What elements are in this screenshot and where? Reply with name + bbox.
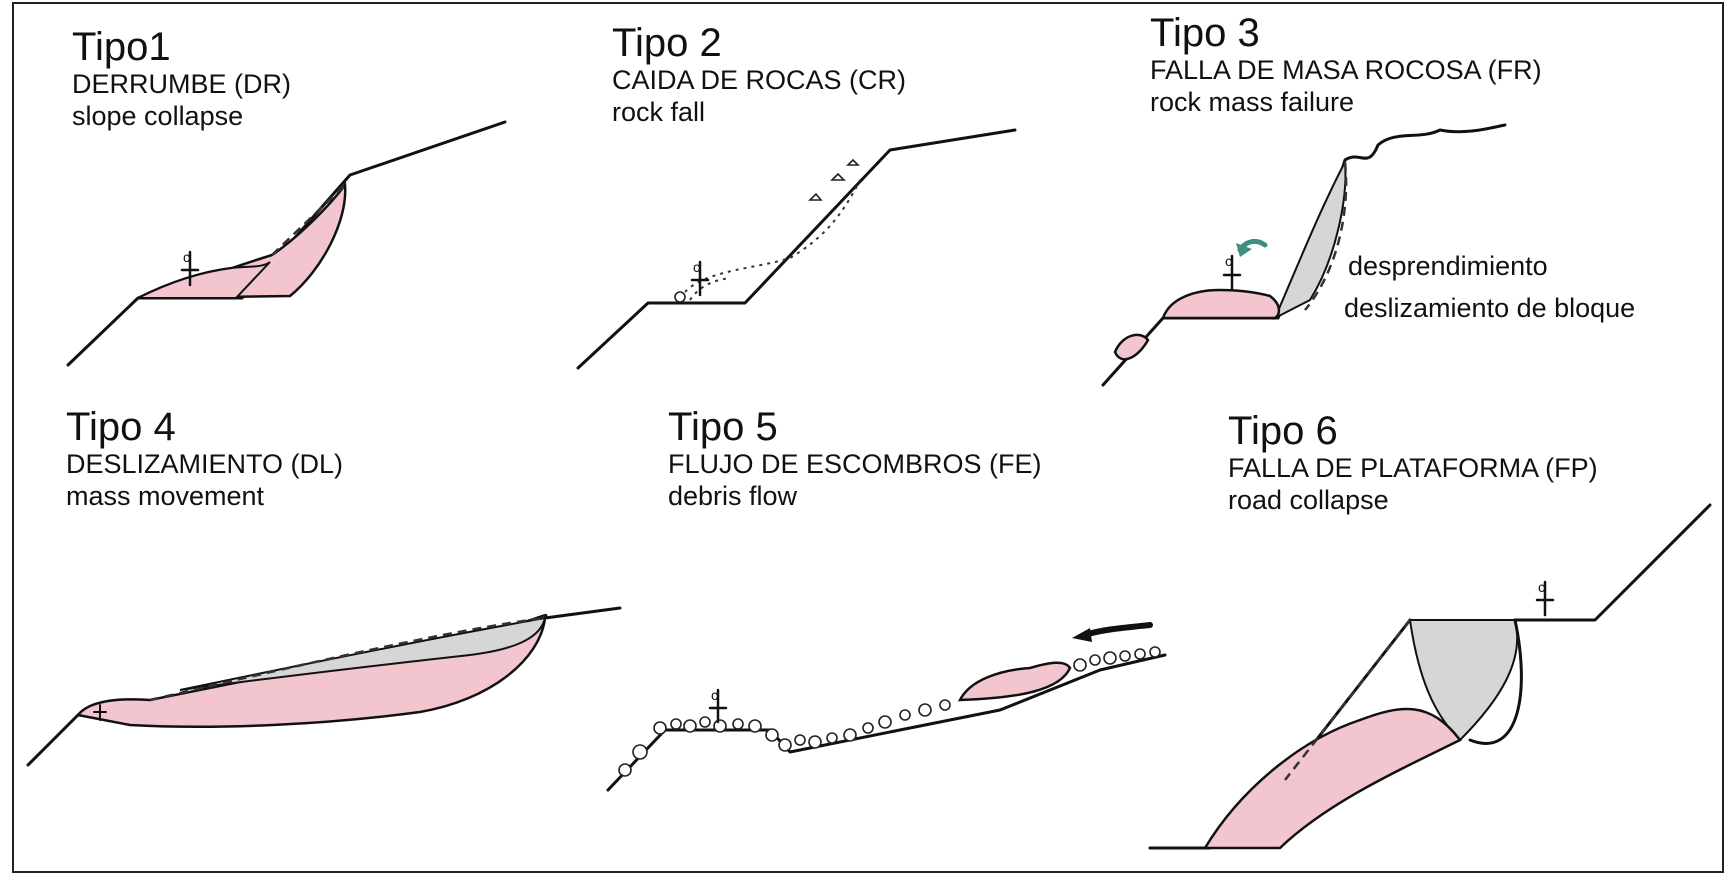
tipo5-illustration: c	[608, 625, 1165, 790]
svg-text:c: c	[1538, 579, 1545, 595]
tipo1-title: Tipo1	[72, 26, 291, 68]
tipo6-spanish-label: FALLA DE PLATAFORMA (FP)	[1228, 452, 1598, 484]
tipo4-spanish-label: DESLIZAMIENTO (DL)	[66, 448, 343, 480]
svg-text:c: c	[693, 259, 700, 275]
tipo4-title: Tipo 4	[66, 406, 343, 448]
tipo3-title: Tipo 3	[1150, 12, 1542, 54]
tipo4-english-label: mass movement	[66, 480, 343, 512]
tipo2-english-label: rock fall	[612, 96, 906, 128]
panel-tipo5: Tipo 5 FLUJO DE ESCOMBROS (FE) debris fl…	[668, 406, 1042, 512]
tipo5-title: Tipo 5	[668, 406, 1042, 448]
tipo6-title: Tipo 6	[1228, 410, 1598, 452]
panel-tipo2: Tipo 2 CAIDA DE ROCAS (CR) rock fall	[612, 22, 906, 128]
svg-text:c: c	[183, 249, 190, 265]
tipo5-english-label: debris flow	[668, 480, 1042, 512]
tipo2-illustration: c	[578, 130, 1015, 368]
svg-text:c: c	[1225, 253, 1232, 269]
tipo1-english-label: slope collapse	[72, 100, 291, 132]
tipo6-illustration: c	[1150, 505, 1710, 848]
tipo6-english-label: road collapse	[1228, 484, 1598, 516]
tipo3-note-block-slide: deslizamiento de bloque	[1344, 290, 1635, 326]
tipo1-spanish-label: DERRUMBE (DR)	[72, 68, 291, 100]
tipo3-note-detachment: desprendimiento	[1348, 248, 1548, 284]
tipo3-spanish-label: FALLA DE MASA ROCOSA (FR)	[1150, 54, 1542, 86]
panel-tipo1: Tipo1 DERRUMBE (DR) slope collapse	[72, 26, 291, 132]
panel-tipo4: Tipo 4 DESLIZAMIENTO (DL) mass movement	[66, 406, 343, 512]
panel-tipo3: Tipo 3 FALLA DE MASA ROCOSA (FR) rock ma…	[1150, 12, 1542, 118]
tipo4-illustration	[28, 608, 620, 765]
tipo2-spanish-label: CAIDA DE ROCAS (CR)	[612, 64, 906, 96]
tipo5-rocks	[619, 647, 1160, 776]
tipo5-spanish-label: FLUJO DE ESCOMBROS (FE)	[668, 448, 1042, 480]
panel-tipo6: Tipo 6 FALLA DE PLATAFORMA (FP) road col…	[1228, 410, 1598, 516]
tipo1-illustration: c	[68, 122, 505, 365]
tipo3-english-label: rock mass failure	[1150, 86, 1542, 118]
svg-text:c: c	[711, 687, 718, 703]
tipo2-title: Tipo 2	[612, 22, 906, 64]
